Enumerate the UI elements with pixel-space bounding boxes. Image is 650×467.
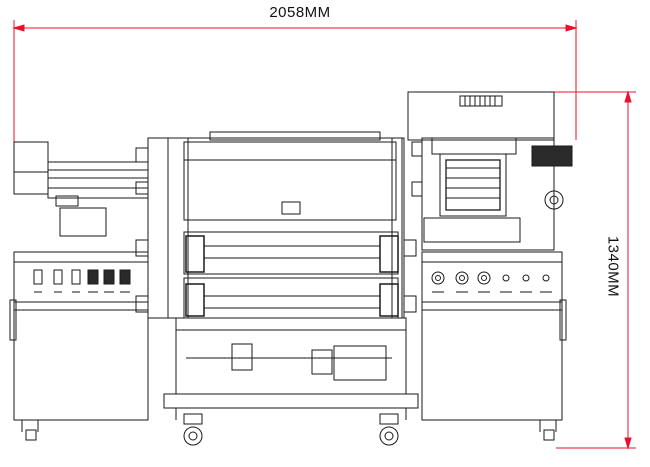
indicator-icon [522, 274, 530, 282]
left-gantry [13, 141, 149, 237]
dip-switch-icon [459, 95, 503, 107]
caster-wheel-icon [379, 426, 399, 446]
knob-icon [431, 271, 445, 285]
indicator-icon [542, 274, 550, 282]
arrow-up-icon [624, 90, 632, 103]
lower-frame [163, 317, 419, 420]
handle-icon [281, 201, 301, 215]
arrow-right-icon [565, 24, 578, 32]
ink-station [421, 137, 573, 251]
caster-wheel-icon [183, 426, 203, 446]
height-label: 1340MM [604, 235, 622, 298]
knob-icon [477, 271, 491, 285]
display-screen [531, 145, 573, 167]
rollers [183, 231, 399, 319]
top-control-box [407, 91, 555, 141]
control-knobs [431, 271, 552, 293]
side-posts [135, 141, 423, 313]
indicator-icon [502, 274, 510, 282]
emergency-knob-icon [544, 190, 564, 210]
left-cabinet [9, 251, 149, 421]
width-dimension [12, 20, 578, 145]
arrow-left-icon [12, 24, 25, 32]
height-dimension [552, 90, 636, 450]
right-cabinet [421, 251, 567, 421]
switch-panel [33, 269, 131, 293]
width-label: 2058MM [269, 4, 331, 21]
arrow-down-icon [624, 437, 632, 450]
knob-icon [455, 271, 469, 285]
feet [21, 413, 557, 446]
